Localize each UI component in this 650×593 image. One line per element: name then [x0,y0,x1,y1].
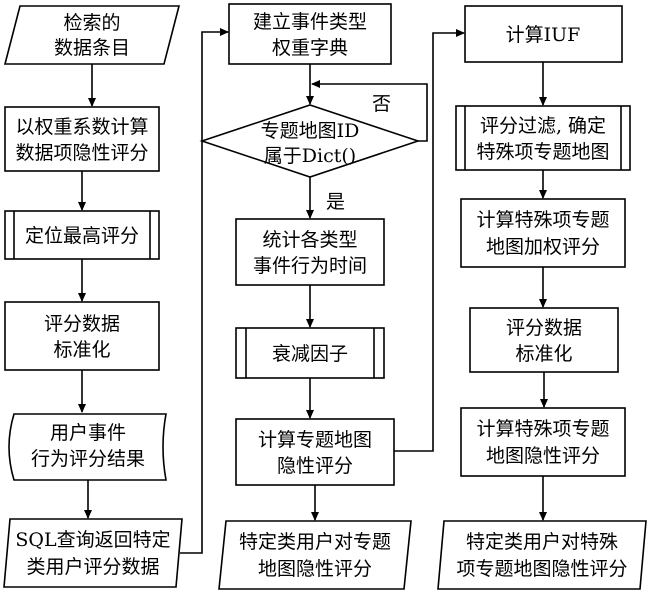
weighted-line-1: 计算特殊项专题 [476,209,609,231]
output-special-line-1: 特定类用户对特殊 [466,531,618,553]
output-map-rating-node: 特定类用户对专题 地图隐性评分 [218,520,412,590]
connector-c1-c2 [180,28,229,554]
normalize-2-line-1: 评分数据 [506,317,582,339]
retrieved-items-line-2: 数据条目 [54,37,130,59]
decay-node: 衰减因子 [235,327,385,379]
calc-iuf-node: 计算IUF [464,5,623,63]
calc-implicit-node: 计算专题地图 隐性评分 [235,418,395,486]
calc-special-implicit-line-2: 地图隐性评分 [486,445,600,467]
decision-line-2: 属于Dict() [264,145,356,167]
decision-line-1: 专题地图ID [261,120,360,142]
retrieved-items-line-1: 检索的 [63,12,120,34]
normalize-2-line-2: 标准化 [515,343,572,365]
output-special-line-2: 项专题地图隐性评分 [456,558,627,580]
count-time-line-2: 事件行为时间 [253,255,367,277]
connector-c2-c3 [394,29,465,452]
weight-coef-calc-node: 以权重系数计算 数据项隐性评分 [4,106,160,172]
user-event-result-node: 用户事件 行为评分结果 [8,413,167,481]
output-map-rating-line-1: 特定类用户对专题 [239,531,391,553]
normalize-1-line-1: 评分数据 [44,313,120,335]
build-dict-line-2: 权重字典 [272,37,348,59]
yes-label: 是 [326,191,345,213]
weight-coef-calc-line-1: 以权重系数计算 [15,116,148,138]
output-map-rating-line-2: 地图隐性评分 [258,558,372,580]
decay-label: 衰减因子 [272,343,348,365]
normalize-2-node: 评分数据 标准化 [469,307,619,373]
calc-implicit-line-1: 计算专题地图 [258,429,372,451]
weight-coef-calc-line-2: 数据项隐性评分 [15,142,148,164]
user-event-result-line-1: 用户事件 [50,422,126,444]
no-label: 否 [372,93,391,115]
loop-no [311,80,428,142]
calc-special-implicit-node: 计算特殊项专题 地图隐性评分 [460,407,626,477]
calc-iuf-label: 计算IUF [506,24,581,46]
count-time-node: 统计各类型 事件行为时间 [235,218,385,286]
user-event-result-line-2: 行为评分结果 [31,448,145,470]
normalize-1-line-2: 标准化 [53,339,110,361]
retrieved-items-node: 检索的 数据条目 [3,5,181,65]
normalize-1-node: 评分数据 标准化 [4,301,160,371]
output-special-node: 特定类用户对特殊 项专题地图隐性评分 [437,520,647,590]
build-dict-node: 建立事件类型 权重字典 [228,3,392,65]
build-dict-line-1: 建立事件类型 [253,11,367,33]
filter-line-2: 特殊项专题地图 [476,141,609,163]
calc-implicit-line-2: 隐性评分 [277,455,353,477]
filter-line-1: 评分过滤, 确定 [480,115,606,137]
locate-highest-label: 定位最高评分 [25,225,139,247]
weighted-line-2: 地图加权评分 [486,236,600,258]
calc-special-implicit-line-1: 计算特殊项专题 [476,418,609,440]
decision-node: 专题地图ID 属于Dict() [199,104,421,178]
sql-query-line-2: 类用户评分数据 [26,556,159,578]
count-time-line-1: 统计各类型 [262,229,357,251]
sql-query-line-1: SQL查询返回特定 [15,529,170,551]
locate-highest-node: 定位最高评分 [4,210,160,260]
weighted-node: 计算特殊项专题 地图加权评分 [460,198,626,268]
filter-node: 评分过滤, 确定 特殊项专题地图 [455,105,631,171]
sql-query-node: SQL查询返回特定 类用户评分数据 [3,518,183,588]
